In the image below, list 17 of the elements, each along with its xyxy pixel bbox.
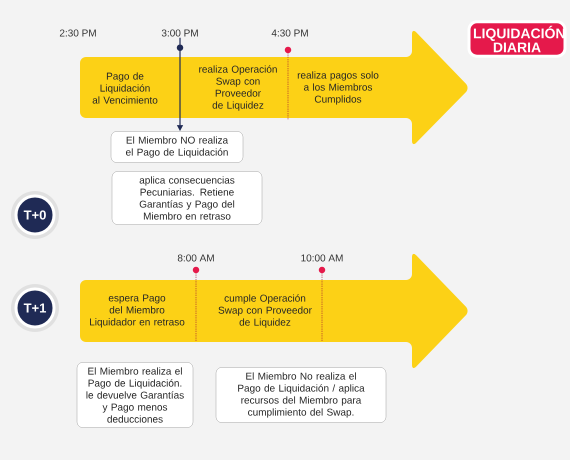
timeline-step: cumple Operación Swap con Proveedor de Liquidez [218, 294, 312, 328]
title-badge: LIQUIDACIÓN DIARIA [468, 20, 566, 58]
note-box: El Miembro NO realiza el Pago de Liquidación [110, 131, 244, 163]
timeline-step: espera Pago del Miembro Liquidador en retraso [90, 294, 184, 328]
time-label: 10:00 AM [301, 254, 343, 262]
time-label: 4:30 PM [272, 29, 308, 37]
day-badge: T+0 [11, 191, 59, 239]
timeline-step: realiza pagos solo a los Miembros Cumplidos [298, 71, 378, 105]
note-box: El Miembro realiza el Pago de Liquidación. le devuelve Garantías y Pago menos deducciones [76, 362, 194, 428]
note-box: aplica consecuencias Pecuniarias. Retiene Garantías y Pago del Miembro en retraso [112, 171, 262, 225]
day-badge: T+1 [11, 284, 59, 332]
note-box: El Miembro No realiza el Pago de Liquidación / aplica recursos del Miembro para cumplimiento del Swap. [216, 367, 386, 423]
time-label: 2:30 PM [60, 29, 96, 37]
time-label: 3:00 PM [162, 29, 198, 37]
timeline-step: realiza Operación Swap con Proveedor de Liquidez [199, 65, 277, 111]
time-label: 8:00 AM [178, 254, 214, 262]
timeline-step: Pago de Liquidación al Vencimiento [92, 72, 158, 104]
